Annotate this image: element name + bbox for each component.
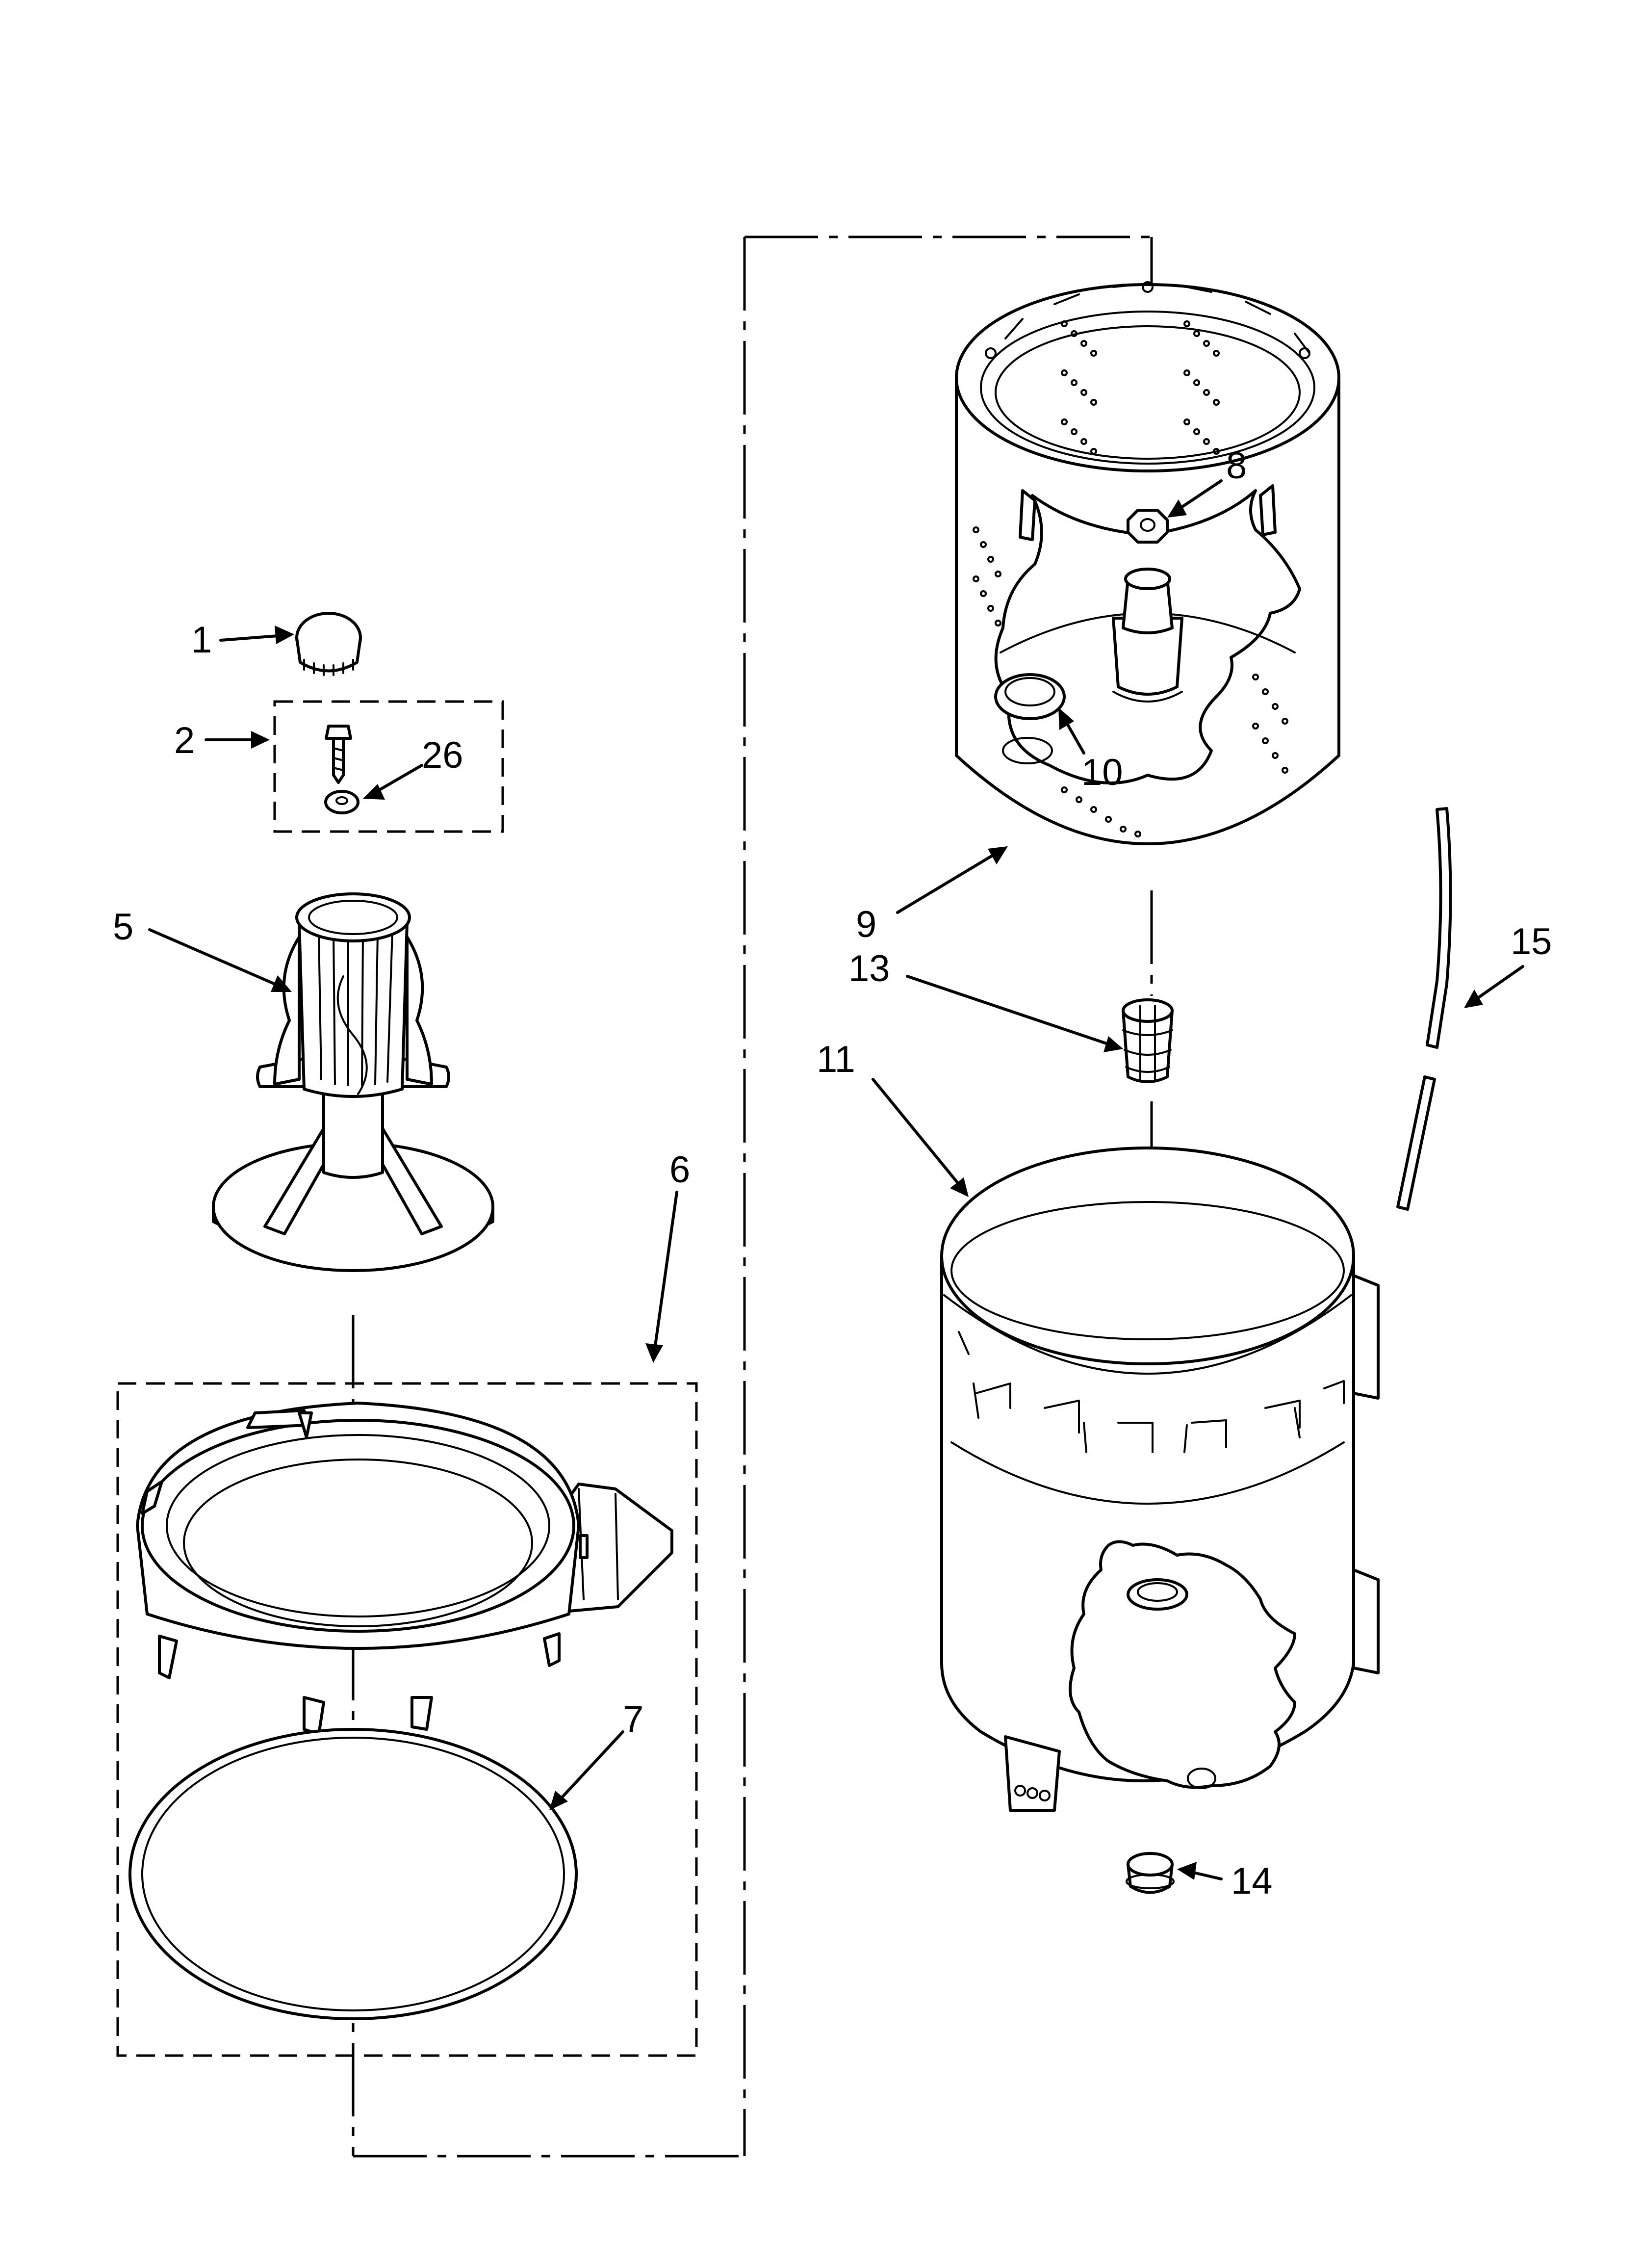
tub-baffles	[958, 1331, 1345, 1453]
callout-15: 15	[1511, 921, 1552, 963]
callout-8: 8	[1226, 445, 1247, 487]
part-1-cap	[295, 612, 362, 676]
part-8-hub-nut	[1127, 509, 1169, 544]
part-5-agitator	[212, 892, 494, 1272]
part-2-kit-box	[273, 700, 504, 833]
part-15-hose	[1396, 807, 1452, 1211]
callout-5: 5	[113, 906, 133, 948]
part-26-washer	[324, 790, 359, 814]
callout-13: 13	[848, 948, 890, 990]
callout-7: 7	[623, 1698, 643, 1740]
callout-9: 9	[856, 904, 876, 945]
callout-leaders	[148, 479, 1524, 1880]
part-2-bolt	[325, 725, 352, 784]
callout-10: 10	[1081, 752, 1123, 793]
callout-labels: 1 2 26 5 6 7 8 9 10 11 13 14 15	[113, 445, 1552, 1902]
part-7-seal-ring	[128, 1728, 578, 2020]
callout-11: 11	[817, 1039, 855, 1080]
part-11-outer-tub	[940, 1147, 1380, 1812]
callout-6: 6	[669, 1149, 690, 1191]
part-14-drain-plug	[1126, 1852, 1175, 1894]
callout-26: 26	[422, 734, 463, 776]
part-9-inner-basket	[955, 281, 1340, 845]
basket-perforations	[973, 320, 1288, 837]
part-10-plug	[994, 673, 1066, 764]
callout-14: 14	[1231, 1860, 1273, 1902]
part-6-kit-box	[116, 1382, 698, 2057]
part-6-tub-ring	[136, 1402, 673, 1736]
callout-2: 2	[174, 720, 195, 761]
callout-1: 1	[191, 619, 212, 661]
part-13-coupling	[1122, 998, 1174, 1083]
